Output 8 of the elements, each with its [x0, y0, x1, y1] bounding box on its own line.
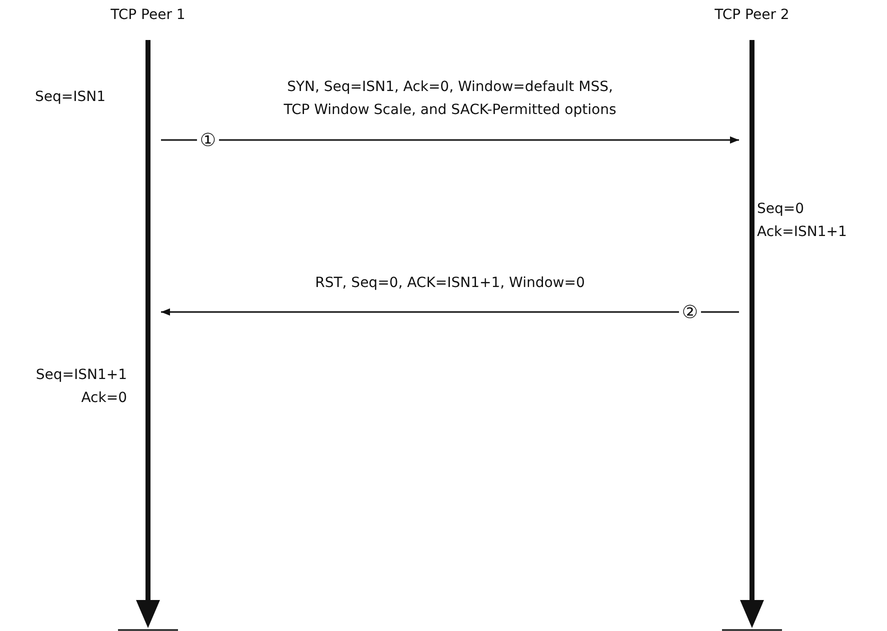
sequence-note: Seq=ISN1+1 Ack=0: [34, 366, 127, 408]
message-arrow: [161, 136, 739, 144]
lifeline-title: TCP Peer 1: [110, 6, 186, 25]
sequence-note: Seq=0 Ack=ISN1+1: [757, 200, 848, 242]
message-arrow: [161, 308, 739, 316]
lifeline-arrow: [135, 40, 161, 628]
lifeline-title: TCP Peer 2: [714, 6, 790, 25]
sequence-note: Seq=ISN1: [35, 88, 107, 107]
